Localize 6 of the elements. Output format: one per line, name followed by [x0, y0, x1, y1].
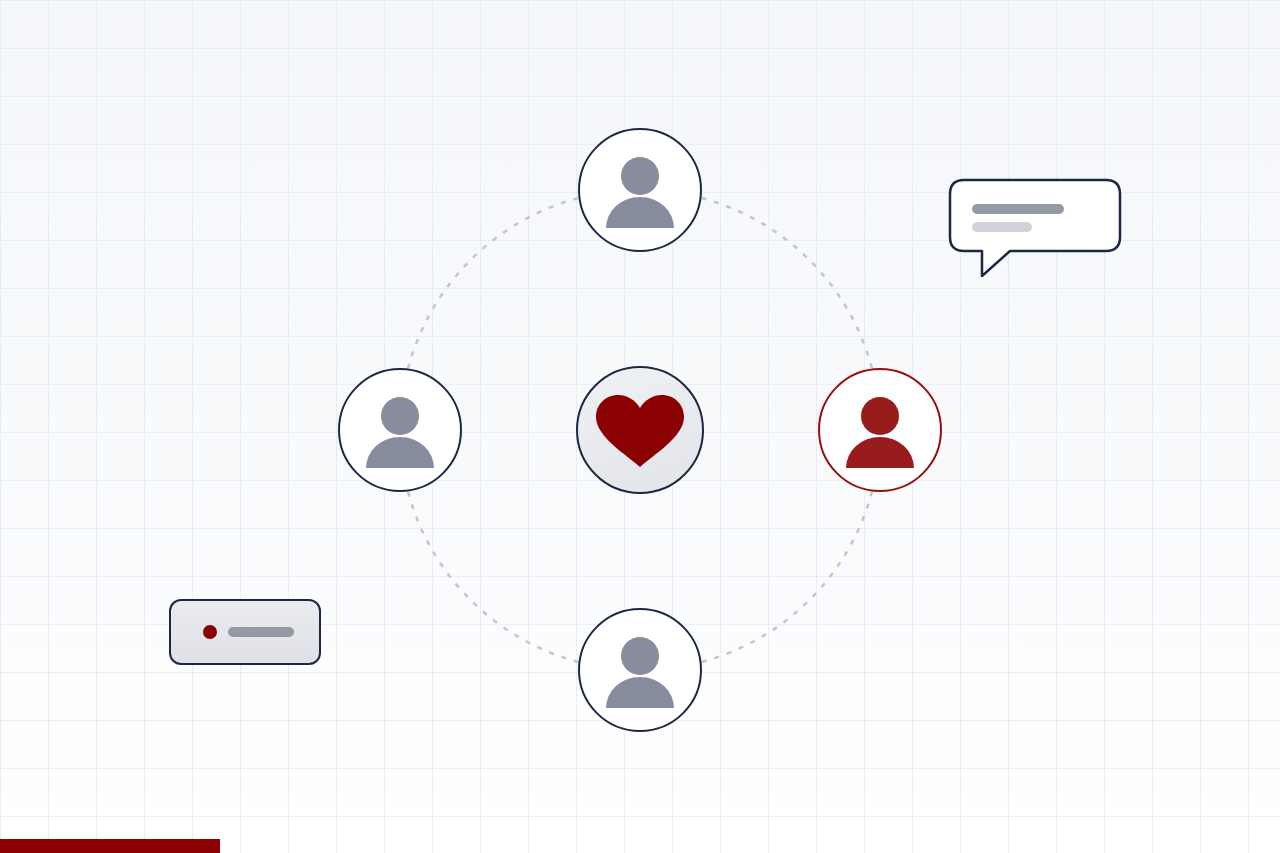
speech-bubble — [948, 178, 1122, 278]
status-card — [169, 599, 321, 665]
connector-arc — [701, 491, 874, 664]
connector-arc — [406, 491, 579, 664]
connector-arc — [406, 196, 579, 369]
connector-arc — [701, 196, 874, 369]
